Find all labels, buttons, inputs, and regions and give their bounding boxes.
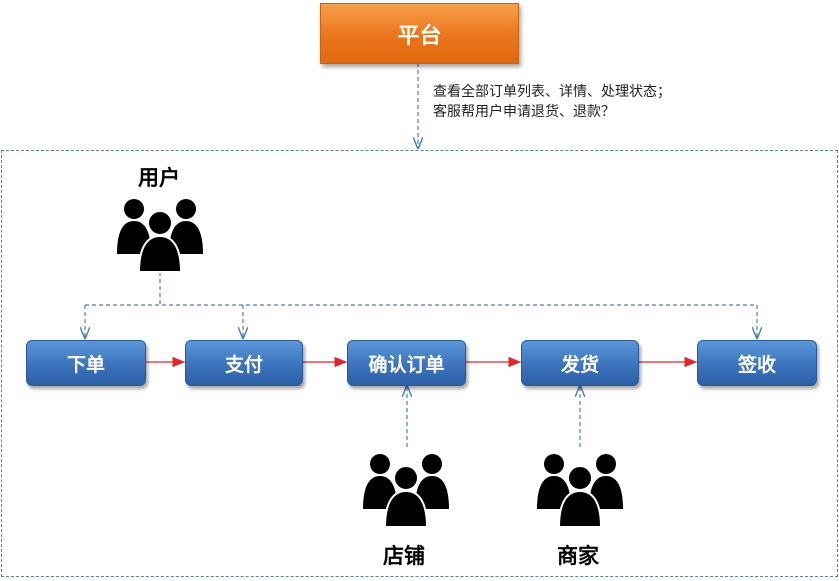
step-ship: 发货 (521, 340, 639, 386)
store-label: 店铺 (383, 544, 425, 568)
step-payment: 支付 (185, 340, 303, 386)
user-connectors (85, 272, 757, 338)
step-confirm-order: 确认订单 (347, 340, 466, 386)
step-label: 支付 (224, 353, 263, 376)
step-label: 确认订单 (368, 353, 445, 376)
step-receive: 签收 (697, 340, 817, 386)
user-people-icon (117, 199, 203, 273)
user-label: 用户 (138, 166, 180, 190)
step-label: 下单 (66, 353, 105, 376)
platform-note: 查看全部订单列表、详情、处理状态； 客服帮用户申请退货、退款？ (433, 82, 671, 122)
platform-label: 平台 (397, 23, 442, 49)
store-people-icon (363, 454, 449, 528)
note-line-1: 查看全部订单列表、详情、处理状态； (433, 84, 671, 100)
note-line-2: 客服帮用户申请退货、退款？ (433, 104, 615, 120)
system-boundary-frame (1, 150, 838, 577)
merchant-people-icon (537, 454, 623, 528)
step-label: 签收 (737, 353, 776, 376)
step-place-order: 下单 (26, 340, 146, 386)
merchant-label: 商家 (557, 544, 599, 568)
platform-box: 平台 (320, 3, 519, 64)
step-label: 发货 (560, 353, 599, 376)
